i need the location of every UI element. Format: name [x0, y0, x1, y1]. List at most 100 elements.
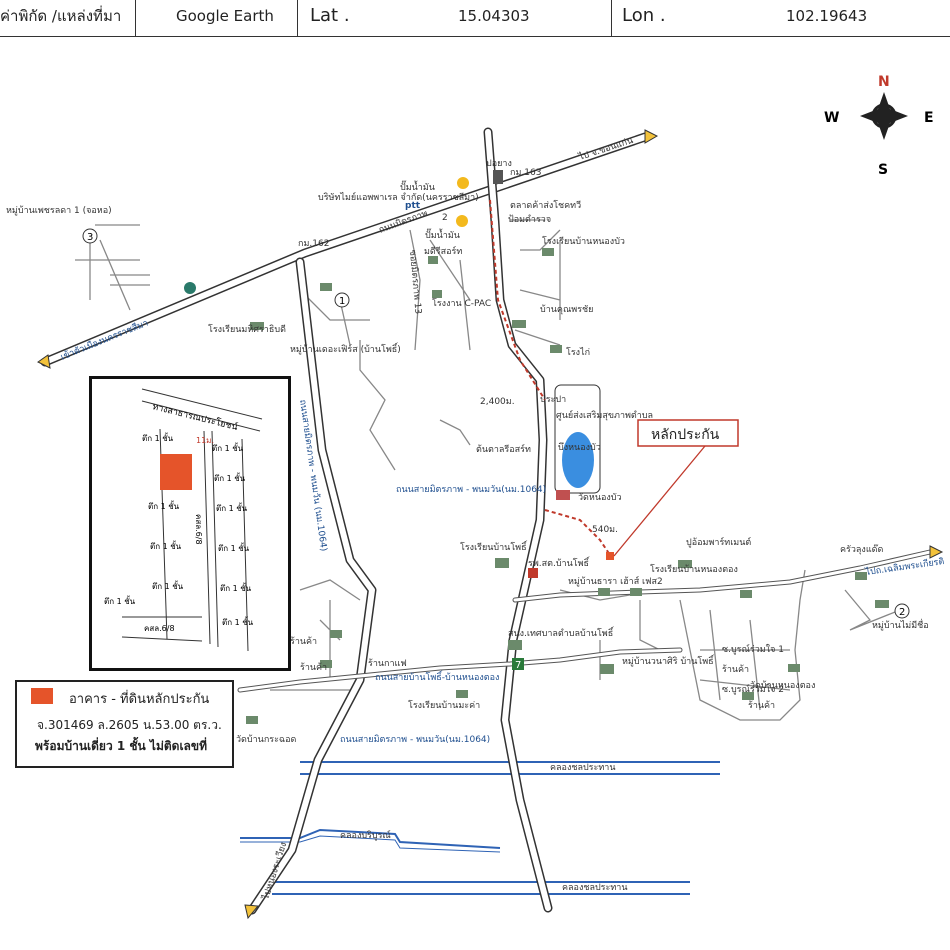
label-km163: กม.163: [510, 168, 541, 178]
label-police: ป้อมตำรวจ: [508, 214, 551, 225]
inset-bldg: ตึก 1 ชั้น: [212, 442, 244, 453]
label-school-1: โรงเรียนมหิศราธิบดี: [208, 324, 286, 335]
label-left-bottom-road: ไปหนองระเวียง: [260, 841, 289, 902]
inset-bldg: ตึก 1 ชั้น: [220, 582, 252, 593]
label-tree-shop: ต้นตาลรีอสร์ท: [476, 443, 531, 455]
compass-icon: N S W E: [824, 74, 934, 178]
label-market: ตลาดค้าส่งโชคทวี: [510, 200, 581, 211]
label-shop-2: ร้านค้า: [300, 662, 327, 673]
building-icons: [184, 248, 889, 724]
inset-bldg: ตึก 1 ชั้น: [150, 540, 182, 551]
route-2400m: [489, 199, 546, 401]
lon-label: Lon .: [622, 5, 666, 26]
circle-2-icon: [894, 603, 910, 619]
label-village-2: หมู่บ้านเดอะเฟิร์ส (บ้านโพธิ์): [290, 342, 401, 355]
label-shop-3: ร้านค้า: [722, 664, 749, 675]
label-municipality: สนง.เทศบาลตำบลบ้านโพธิ์: [508, 626, 615, 639]
label-cross: ปอยาง: [486, 159, 512, 169]
inset-bldg: ตึก 1 ชั้น: [104, 595, 136, 606]
inset-dist: 11ม.: [196, 436, 214, 445]
inset-bldg: ตึก 1 ชั้น: [216, 502, 248, 513]
label-canal-1: คลองชลประทาน: [550, 763, 615, 773]
header-divider: [611, 0, 612, 37]
lon-value: 102.19643: [786, 7, 868, 25]
gas-icon: [456, 215, 468, 227]
circle-1-label: 1: [339, 296, 345, 307]
location-map: หลักประกัน 3 1 2 หมู่บ้านเพชรลดา 1 (จอหอ…: [6, 74, 945, 920]
label-gas-2: ปั๊มน้ำมัน: [425, 228, 460, 241]
label-village-3: หมู่บ้านธารา เฮ้าส์ เฟส2: [568, 575, 663, 587]
label-ptt: ptt: [405, 201, 421, 211]
inset-bldg: ตึก 1 ชั้น: [222, 616, 254, 627]
label-village-5: หมู่บ้านวนาศิริ บ้านโพธิ์: [622, 654, 715, 667]
collateral-marker: [606, 552, 614, 560]
circle-3-icon: [82, 228, 98, 244]
label-company: บริษัทไมย์แอพพาเรล จำกัด(นครราชสีมา): [318, 191, 479, 203]
pond: [562, 432, 594, 488]
label-pond: บึงหนองบัว: [558, 442, 601, 453]
inset-collateral-plot: [160, 454, 192, 490]
compass-e: E: [924, 110, 934, 126]
minor-roads: [75, 219, 901, 721]
label-chicken: โรงไก่: [566, 347, 590, 358]
inset-map: ทางสาธารณประโยชน์ 11ม. คสล.6/8 ตึก 1 ชั้…: [89, 376, 291, 671]
collateral-label: หลักประกัน: [651, 427, 720, 443]
compass-w: W: [824, 110, 839, 126]
label-school-3: โรงเรียนบ้านโพธิ์: [460, 540, 528, 553]
header-bar: ค่าพิกัด /แหล่งที่มา Google Earth Lat . …: [0, 0, 950, 38]
header-divider: [135, 0, 136, 37]
inset-bldg: ตึก 1 ชั้น: [214, 472, 246, 483]
inset-road-label: ทางสาธารณประโยชน์: [151, 400, 239, 433]
label-store: ปูอ้อมพาร์ทเมนต์: [686, 536, 751, 548]
legend-swatch: [31, 688, 53, 704]
compass-s: S: [878, 162, 888, 178]
label-ban-pho-road: ถนนสายบ้านโพธิ์-บ้านหนองตอง: [375, 670, 499, 683]
landmark-labels: หมู่บ้านเพชรลดา 1 (จอหอ) โรงเรียนมหิศราธ…: [6, 159, 929, 745]
inset-bottom: คสล.6/8: [144, 624, 175, 633]
checkpoint-icon: [493, 170, 503, 184]
label-to-khonkaen: ไป จ.ขอนแก่น: [577, 135, 635, 163]
label-village-4: หมู่บ้านไม่มีชื่อ: [872, 618, 929, 631]
label-seven: 7: [515, 660, 521, 671]
route-540m: [544, 509, 613, 559]
header-underline: [0, 36, 950, 37]
legend-detail: จ.301469 ล.2605 น.53.00 ตร.ว.: [37, 718, 222, 732]
label-soi-bu-1: ซ.บูรณ์ร่วมใจ 1: [722, 643, 784, 655]
source-value: Google Earth: [176, 7, 274, 25]
label-soi-bu-2: ซ.บูรณ์ร่วมใจ 2: [722, 683, 784, 695]
label-soi: ซอยมิตรภาพ 13: [407, 249, 424, 314]
label-temple-1: วัดหนองบัว: [578, 493, 622, 503]
inset-bldg: ตึก 1 ชั้น: [142, 432, 174, 443]
label-restaurant: ครัวลุงแด๊ด: [840, 544, 883, 555]
label-to-nakhon: เข้าตัวเมืองนครราชสีมา: [59, 318, 150, 363]
legend-title: อาคาร - ที่ดินหลักประกัน: [69, 692, 210, 707]
circle-1-icon: [334, 292, 350, 308]
compass-n: N: [878, 74, 890, 90]
label-temple-2: วัดบ้านหนองตอง: [750, 680, 815, 691]
label-shop-1: ร้านค้า: [290, 636, 317, 647]
inset-soi: คสล.6/8: [194, 514, 203, 545]
label-km162: กม.162: [298, 239, 329, 249]
inset-bldg: ตึก 1 ชั้น: [148, 500, 180, 511]
label-school-4: โรงเรียนบ้านหนองตอง: [650, 564, 738, 575]
label-home-village: บ้านคุณพรชัย: [540, 304, 593, 315]
road-arrows: [37, 129, 944, 920]
main-roads: [40, 127, 933, 915]
label-school-5: โรงเรียนบ้านมะค่า: [408, 700, 480, 711]
legend: อาคาร - ที่ดินหลักประกัน จ.301469 ล.2605…: [15, 680, 234, 768]
label-health-center: ศูนย์ส่งเสริมสุขภาพตำบล: [556, 409, 653, 421]
label-phimai-1: ถนนสายมิตรภาพ - พนมวัน(นม.1064): [396, 484, 546, 495]
label-canal-3: คลองบริบูรณ์: [340, 829, 391, 841]
label-phimai-2: ถนนสายมิตรภาพ - พนมวัน(นม.1064): [340, 734, 490, 745]
location-label: ค่าพิกัด /แหล่งที่มา: [0, 7, 122, 25]
label-cpac: โรงงาน C-PAC: [432, 298, 491, 309]
inset-bldg: ตึก 1 ชั้น: [218, 542, 250, 553]
label-cafe: ร้านกาแฟ: [368, 658, 407, 669]
label-dist-2400: 2,400ม.: [480, 397, 515, 407]
lat-value: 15.04303: [458, 7, 530, 25]
label-resort: มดีรีสอร์ท: [424, 245, 462, 257]
gas-icon: [457, 177, 469, 189]
callout-box: [637, 419, 739, 447]
label-gas-1: ปั๊มน้ำมัน: [400, 180, 435, 193]
legend-note: พร้อมบ้านเดี่ยว 1 ชั้น ไม่ติดเลขที่: [35, 739, 208, 753]
